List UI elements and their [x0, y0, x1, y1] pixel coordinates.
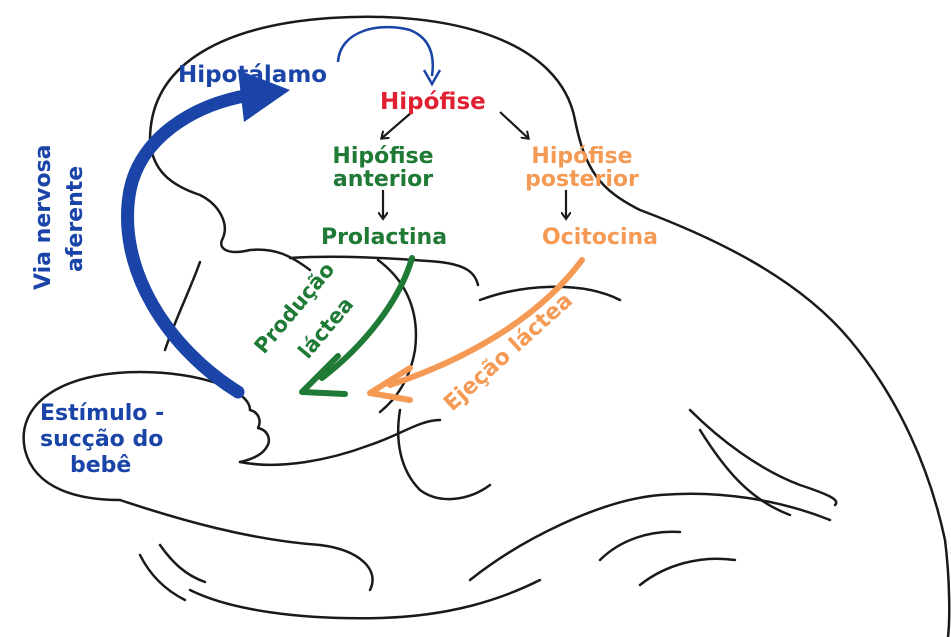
mother-hand-outline [468, 492, 832, 582]
label-prolactina: Prolactina [321, 225, 447, 250]
mother-hand-fingers [598, 530, 737, 587]
label-hipofise-anterior-line2: anterior [333, 167, 433, 192]
baby-face-outline [238, 408, 270, 464]
milk-ejection-arrow [367, 257, 585, 403]
milk-production-arrow [299, 255, 415, 397]
mother-breast-outline [376, 258, 418, 414]
baby-hand-lines [138, 543, 207, 602]
label-hipofise-posterior-line1: Hipófise [531, 144, 632, 169]
mother-shoulder-outline [288, 255, 480, 287]
baby-legs-outline [188, 578, 542, 620]
baby-body-lower [118, 498, 374, 592]
label-aferente: aferente [63, 166, 88, 272]
label-ejecao-lactea: Ejeção láctea [439, 288, 578, 416]
mother-head-outline [148, 15, 951, 637]
label-estimulo-line1: Estímulo - [40, 401, 164, 426]
label-ocitocina: Ocitocina [542, 225, 658, 250]
arrow-to-anterior [382, 111, 413, 138]
label-estimulo-line2: sucção do [40, 427, 163, 452]
mother-neck-outline [163, 260, 202, 352]
flow-arrows [382, 111, 566, 218]
mother-arm-outline [688, 408, 838, 507]
afferent-nerve-arrow [121, 70, 290, 399]
baby-arm-outline [396, 408, 492, 501]
mother-arm-fold [698, 428, 792, 517]
label-hipotalamo: Hipotálamo [178, 62, 327, 88]
label-estimulo-line3: bebê [70, 453, 131, 478]
label-hipofise: Hipófise [380, 89, 486, 115]
arrow-to-posterior [499, 111, 528, 138]
mother-face-outline [148, 138, 312, 272]
label-hipofise-anterior-line1: Hipófise [332, 144, 433, 169]
hypothalamus-to-pituitary-arrow [336, 25, 442, 87]
label-via-nervosa: Via nervosa [31, 144, 56, 290]
label-hipofise-posterior-line2: posterior [525, 167, 639, 192]
baby-body-outline [238, 418, 442, 467]
mother-collar-outline [478, 285, 622, 302]
